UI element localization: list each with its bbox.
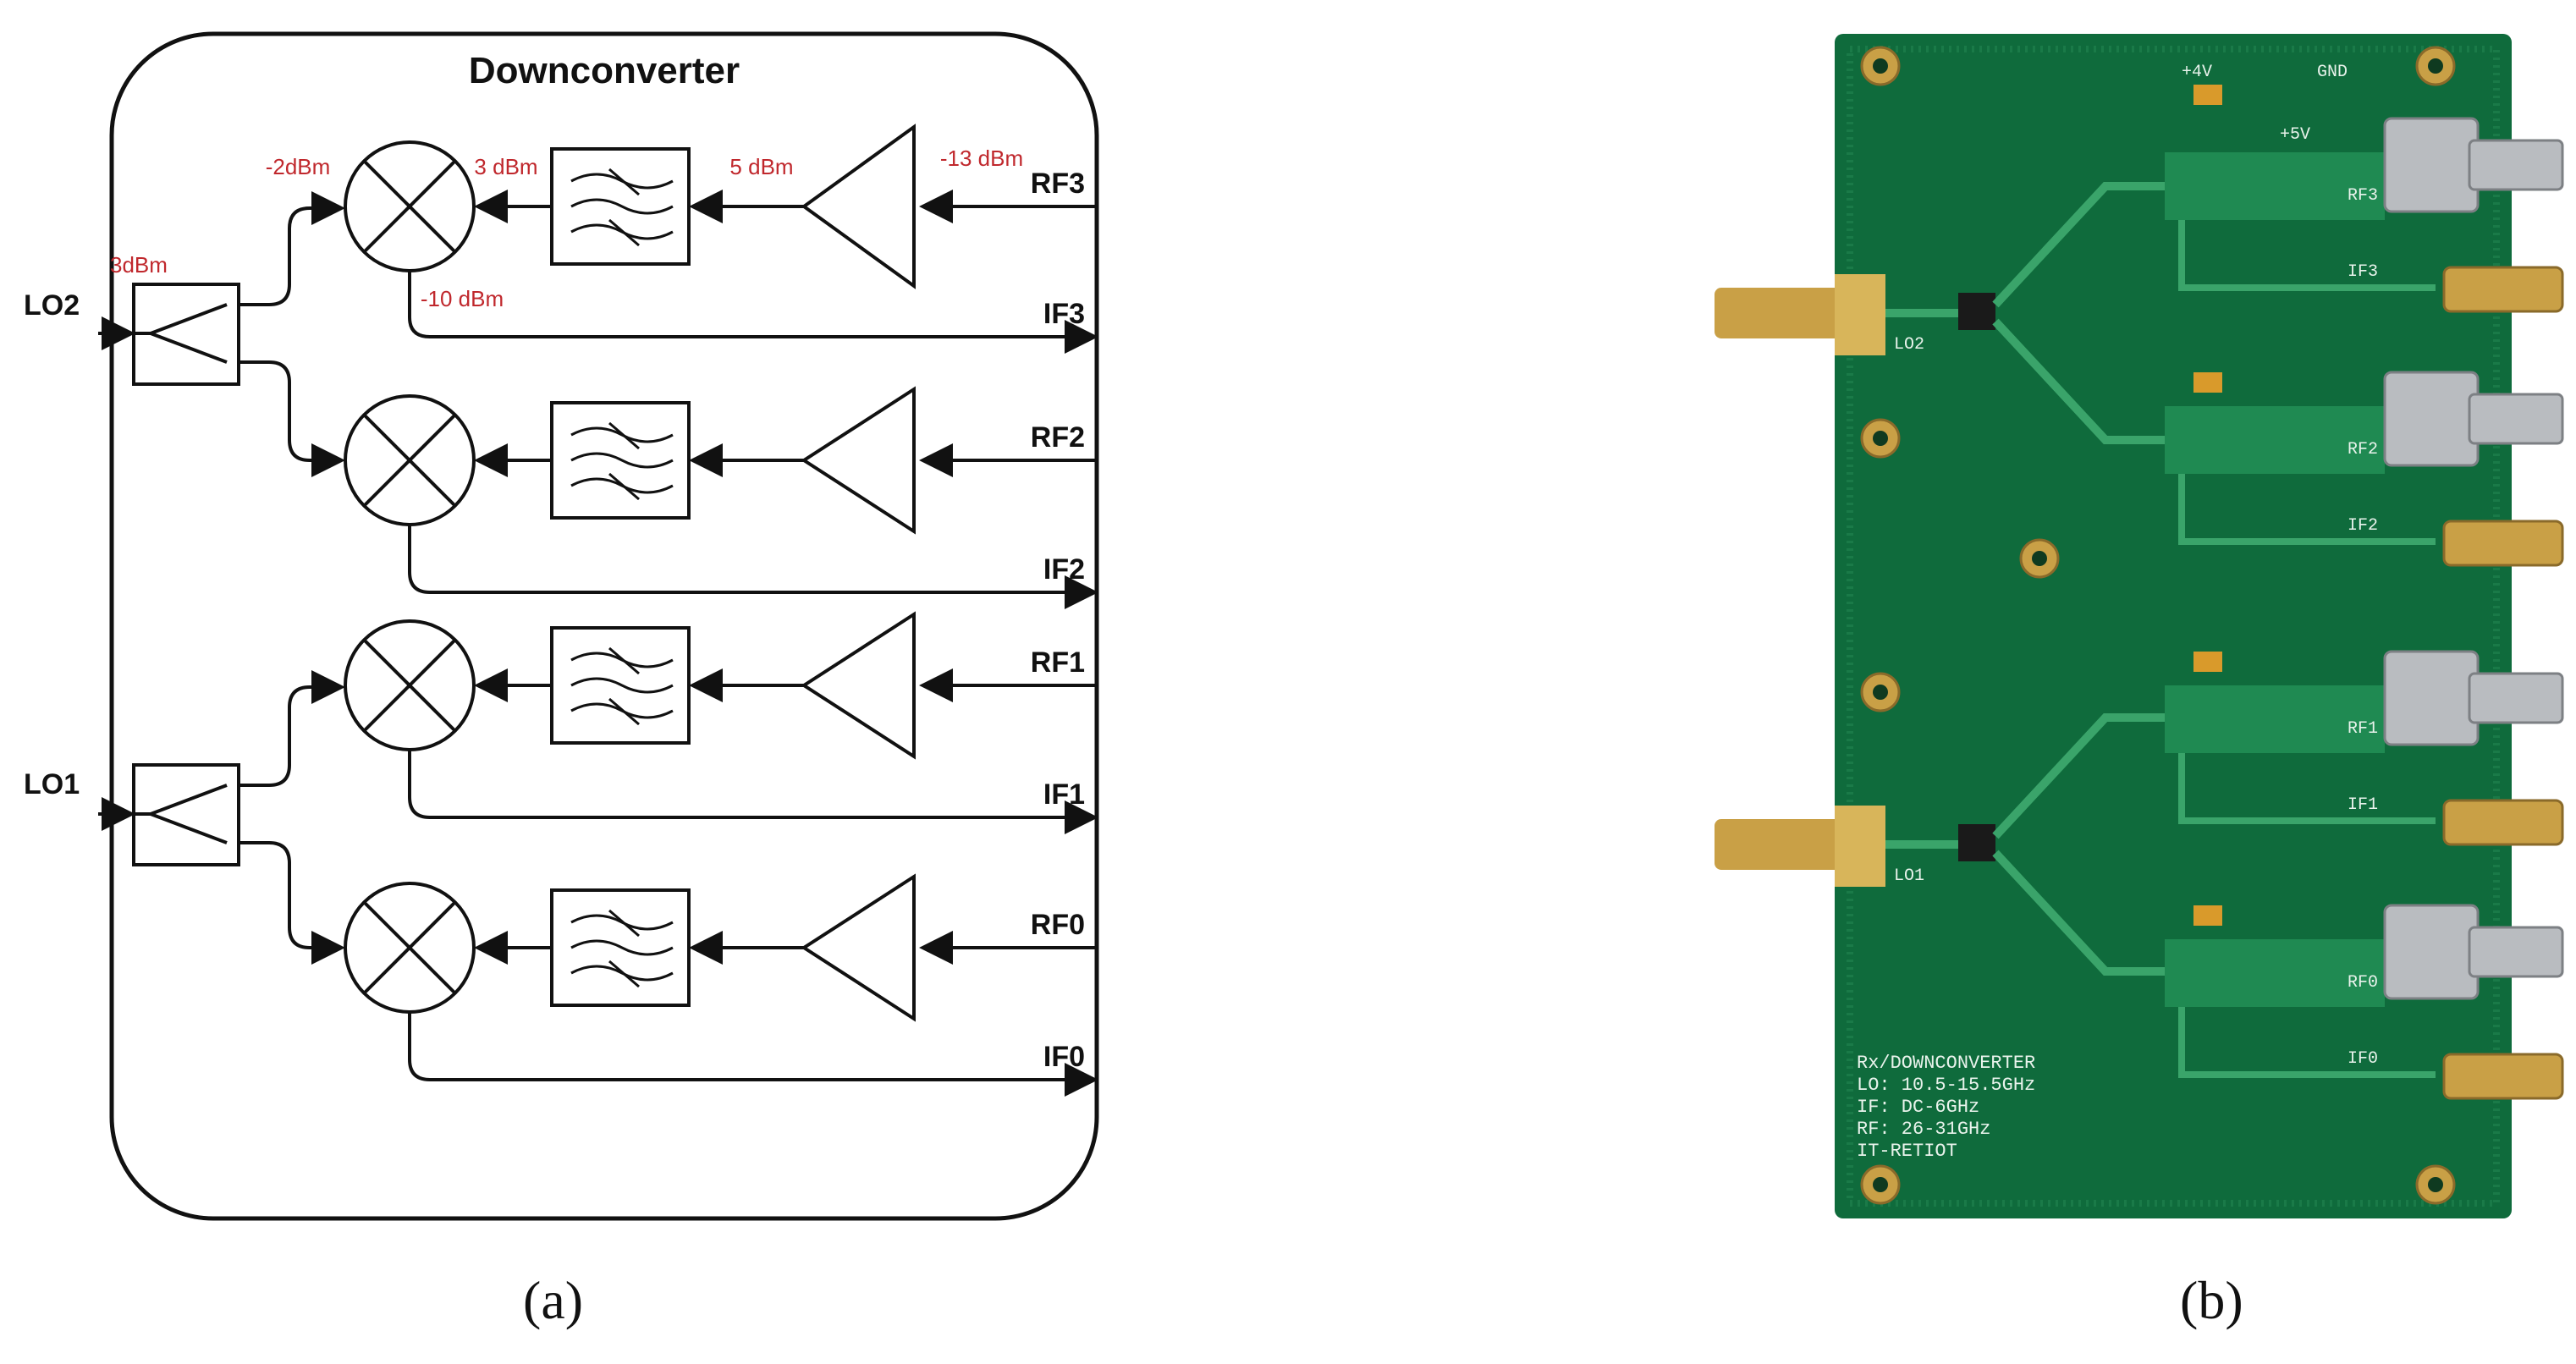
pcb-if2-label: IF2: [2348, 516, 2378, 536]
lo1-splitter: LO1: [24, 670, 345, 965]
svg-text:Rx/DOWNCONVERTER: Rx/DOWNCONVERTER: [1857, 1053, 2035, 1074]
if2-label: IF2: [1043, 553, 1085, 586]
power-if-out: -10 dBm: [421, 286, 504, 311]
amplifier-triangle: [801, 873, 916, 1022]
lo1-label: LO1: [24, 768, 80, 800]
channel-rf3: RF3 IF3: [344, 124, 1098, 354]
enclosure-box: [109, 31, 1099, 1221]
power-filter-in: 5 dBm: [729, 154, 793, 179]
lo1-sma-connector: [1715, 806, 1885, 887]
downconverter-block-diagram: Downconverter RF3 IF3 -2dBm 3 dBm 5 dBm …: [24, 31, 1099, 1221]
if1-label: IF1: [1043, 778, 1085, 811]
rf1-label: RF1: [1031, 646, 1085, 679]
svg-text:IF: DC-6GHz: IF: DC-6GHz: [1857, 1097, 1979, 1118]
if3-label: IF3: [1043, 298, 1085, 330]
pcb-supply-gnd: GND: [2317, 63, 2348, 82]
pcb-rf2-label: RF2: [2348, 440, 2378, 459]
if-sma-connectors: [2442, 266, 2564, 1100]
pcb-supply-5v: +5V: [2280, 125, 2310, 145]
caption-b: (b): [2180, 1270, 2243, 1330]
rf2-label: RF2: [1031, 421, 1085, 454]
power-mixer-lo: -2dBm: [266, 154, 331, 179]
lo2-power: 3dBm: [110, 252, 168, 278]
lo2-sma-connector: [1715, 274, 1885, 355]
pcb-supply-4v: +4V: [2182, 63, 2212, 82]
mixer-symbol: [344, 882, 476, 1014]
rf3-label: RF3: [1031, 168, 1085, 200]
amplifier-triangle: [801, 124, 916, 289]
pcb-rf1-label: RF1: [2348, 719, 2378, 739]
rf-sma-connectors: [2383, 117, 2564, 1000]
lo2-splitter: LO2 3dBm: [24, 191, 345, 477]
pcb-silkscreen-text: Rx/DOWNCONVERTER LO: 10.5-15.5GHz IF: DC…: [1857, 1053, 2035, 1162]
if0-label: IF0: [1043, 1041, 1085, 1073]
pcb-lo1-label: LO1: [1894, 866, 1924, 886]
power-mixer-rf: 3 dBm: [474, 154, 537, 179]
pcb-photo: LO2 LO1: [1715, 34, 2564, 1218]
splitter-chip: [1958, 824, 1995, 861]
svg-text:IT-RETIOT: IT-RETIOT: [1857, 1141, 1957, 1162]
svg-text:RF: 26-31GHz: RF: 26-31GHz: [1857, 1119, 1990, 1140]
diagram-title: Downconverter: [469, 50, 740, 91]
power-rf-in: -13 dBm: [940, 146, 1023, 171]
lo2-label: LO2: [24, 289, 80, 322]
caption-a: (a): [523, 1270, 584, 1330]
mixer-symbol: [344, 394, 476, 526]
amplifier-triangle: [801, 386, 916, 535]
pcb-if0-label: IF0: [2348, 1049, 2378, 1069]
amplifier-triangle: [801, 611, 916, 760]
channel-rf1: RF1 IF1: [344, 611, 1098, 834]
channel-rf2: RF2 IF2: [344, 386, 1098, 609]
pcb-if3-label: IF3: [2348, 262, 2378, 282]
pcb-lo2-label: LO2: [1894, 335, 1924, 355]
mixer-symbol: [344, 619, 476, 751]
channel-blocks: [2165, 152, 2436, 1078]
pcb-rf0-label: RF0: [2348, 973, 2378, 993]
splitter-chip: [1958, 293, 1995, 330]
svg-text:LO: 10.5-15.5GHz: LO: 10.5-15.5GHz: [1857, 1075, 2035, 1096]
rf0-label: RF0: [1031, 909, 1085, 941]
pcb-if1-label: IF1: [2348, 795, 2378, 815]
channel-rf0: RF0 IF0: [344, 873, 1098, 1097]
pcb-rf3-label: RF3: [2348, 186, 2378, 206]
if3-output-line: [408, 271, 1098, 354]
